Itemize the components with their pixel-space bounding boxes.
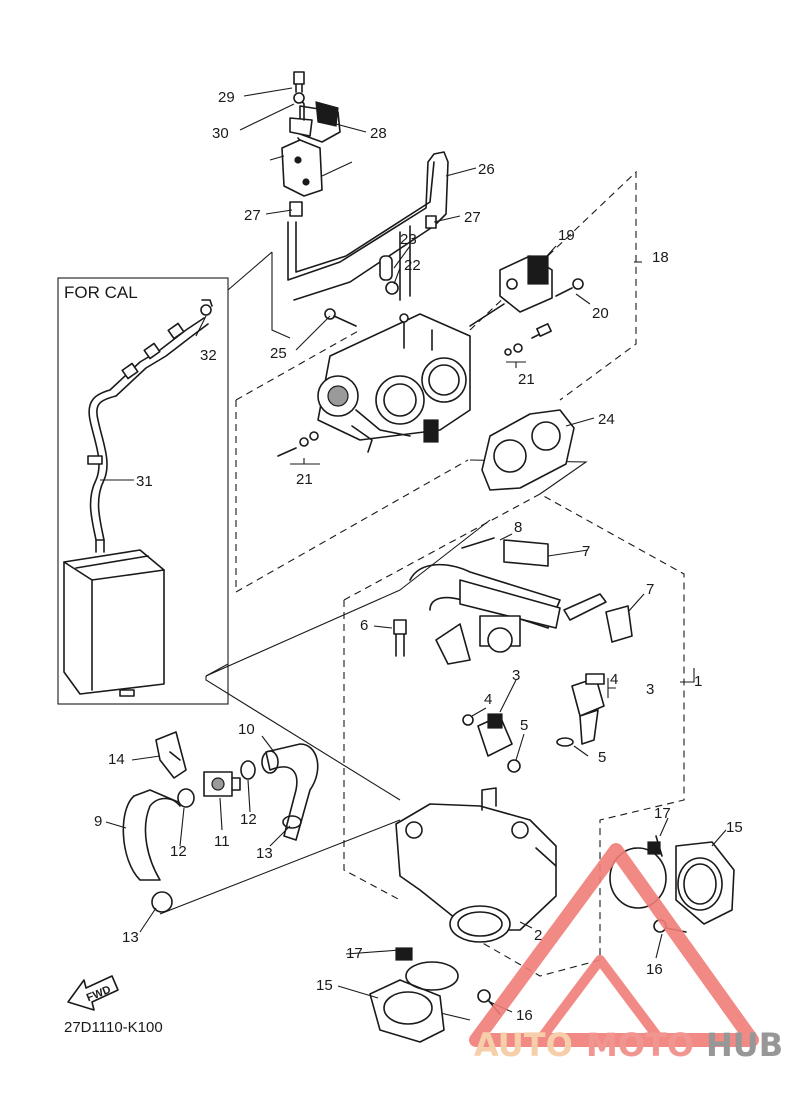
washer-12b bbox=[240, 760, 256, 780]
callout-30: 30 bbox=[212, 125, 229, 142]
fitting-11 bbox=[203, 771, 241, 797]
clip-7 bbox=[605, 605, 633, 643]
callout-11: 11 bbox=[214, 833, 230, 850]
callout-17b: 17 bbox=[346, 945, 363, 962]
callout-6: 6 bbox=[360, 617, 368, 634]
callout-5b: 5 bbox=[598, 749, 606, 766]
o-ring-5b bbox=[556, 737, 574, 747]
watermark-moto: MOTO bbox=[586, 1026, 694, 1064]
callout-27b: 27 bbox=[464, 209, 481, 226]
callout-13b: 13 bbox=[122, 929, 139, 946]
screw-25 bbox=[324, 308, 357, 327]
callout-19: 19 bbox=[558, 227, 575, 244]
callout-17a: 17 bbox=[654, 805, 671, 822]
callout-13a: 13 bbox=[256, 845, 273, 862]
callout-4b: 4 bbox=[484, 691, 492, 708]
callout-22: 22 bbox=[404, 257, 421, 274]
clamp-13 bbox=[151, 891, 173, 913]
callout-16b: 16 bbox=[516, 1007, 533, 1024]
tps-sensor-19 bbox=[469, 255, 553, 327]
gasket-24 bbox=[481, 409, 575, 491]
callout-27a: 27 bbox=[244, 207, 261, 224]
vent-hose bbox=[87, 317, 209, 541]
callout-28: 28 bbox=[370, 125, 387, 142]
clip-14 bbox=[155, 731, 187, 779]
fwd-arrow-icon: FWD bbox=[67, 975, 119, 1011]
bolt-6 bbox=[393, 619, 407, 657]
automotohub-watermark: AUTO MOTO HUB bbox=[469, 843, 783, 1064]
injector-3-small bbox=[462, 713, 513, 757]
callout-9: 9 bbox=[94, 813, 102, 830]
joint-15-bottom bbox=[369, 979, 445, 1043]
hose-9 bbox=[122, 789, 181, 881]
callout-1: 1 bbox=[694, 673, 702, 690]
callout-12b: 12 bbox=[240, 811, 257, 828]
callout-31: 31 bbox=[136, 473, 153, 490]
clamp-17-right bbox=[609, 835, 667, 909]
callout-2: 2 bbox=[534, 927, 542, 944]
callout-8: 8 bbox=[514, 519, 522, 536]
watermark-hub: HUB bbox=[706, 1026, 783, 1064]
callout-21b: 21 bbox=[296, 471, 313, 488]
callout-14: 14 bbox=[108, 751, 125, 768]
leader-lines bbox=[100, 87, 727, 1013]
callout-23: 23 bbox=[400, 231, 417, 248]
fuel-rail bbox=[409, 563, 607, 665]
callout-21a: 21 bbox=[518, 371, 535, 388]
callout-24: 24 bbox=[598, 411, 615, 428]
hose-10 bbox=[261, 743, 319, 841]
callout-25: 25 bbox=[270, 345, 287, 362]
callout-26: 26 bbox=[478, 161, 495, 178]
callout-7b: 7 bbox=[646, 581, 654, 598]
callout-7a: 7 bbox=[582, 543, 590, 560]
callout-15a: 15 bbox=[726, 819, 743, 836]
screw-20 bbox=[555, 278, 584, 297]
bracket bbox=[269, 139, 353, 197]
callout-3a: 3 bbox=[646, 681, 654, 698]
clamp-32 bbox=[200, 299, 213, 316]
callout-12a: 12 bbox=[170, 843, 187, 860]
callout-15b: 15 bbox=[316, 977, 333, 994]
callout-29: 29 bbox=[218, 89, 235, 106]
intake-manifold-2 bbox=[395, 787, 557, 943]
diagram-code: 27D1110-K100 bbox=[64, 1019, 163, 1036]
hose-26 bbox=[287, 151, 449, 301]
watermark-auto: AUTO bbox=[474, 1026, 573, 1064]
callout-labels: 29 30 28 27 27 26 23 22 19 18 20 21 21 2… bbox=[94, 89, 743, 1024]
screws-21-right bbox=[504, 323, 552, 356]
callout-3b: 3 bbox=[512, 667, 520, 684]
callout-5a: 5 bbox=[520, 717, 528, 734]
callout-10: 10 bbox=[238, 721, 255, 738]
callout-20: 20 bbox=[592, 305, 609, 322]
washer-12 bbox=[177, 788, 195, 808]
for-cal-box: FOR CAL bbox=[57, 277, 229, 705]
clip-8 bbox=[461, 537, 549, 567]
o-ring-5 bbox=[507, 759, 521, 773]
injector-3 bbox=[571, 673, 605, 745]
joint-15-right bbox=[675, 841, 735, 925]
callout-16a: 16 bbox=[646, 961, 663, 978]
throttle-body bbox=[317, 313, 471, 453]
canister bbox=[63, 539, 165, 697]
callout-18: 18 bbox=[652, 249, 669, 266]
callout-4a: 4 bbox=[610, 671, 618, 688]
clamp-17-bottom bbox=[395, 947, 459, 991]
for-cal-label: FOR CAL bbox=[64, 283, 138, 302]
callout-32: 32 bbox=[200, 347, 217, 364]
clamp-13b bbox=[282, 815, 302, 829]
screws-21-left bbox=[277, 431, 319, 457]
